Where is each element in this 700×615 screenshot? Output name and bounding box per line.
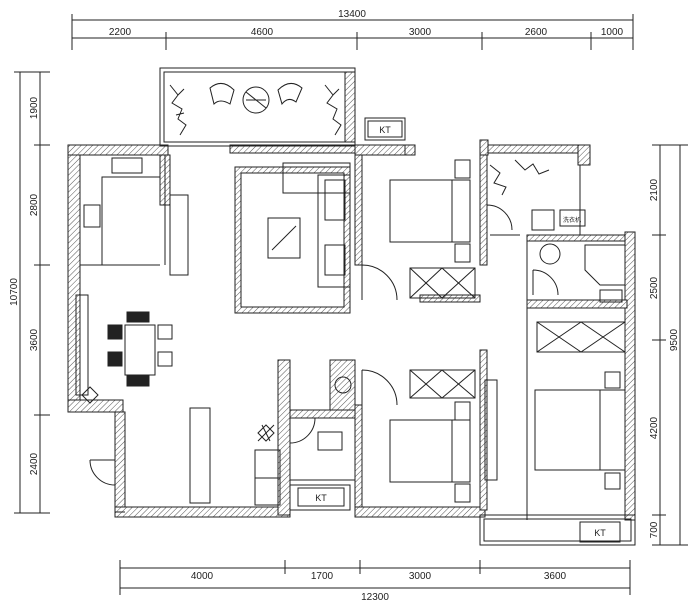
ac-unit-bottom-mid: KT	[290, 485, 350, 510]
ac-label: KT	[315, 493, 327, 503]
plant-icon	[170, 85, 341, 135]
dim-top-4: 2600	[525, 27, 548, 38]
dim-bottom-2: 1700	[311, 571, 334, 582]
dim-right-3: 4200	[649, 416, 660, 439]
coffee-table	[268, 218, 300, 258]
dim-top-5: 1000	[601, 27, 624, 38]
balcony-chair-set	[210, 83, 302, 113]
dim-right-total: 9500	[669, 328, 680, 351]
entrance-door	[90, 460, 115, 485]
dim-bottom-3: 3000	[409, 571, 432, 582]
door-swing	[487, 205, 512, 230]
door-swing	[362, 265, 397, 300]
dining-table	[76, 295, 172, 395]
dimension-right	[652, 145, 688, 545]
plant-icon	[490, 160, 549, 195]
dim-left-2: 2800	[29, 193, 40, 216]
bed-bedroom-2	[390, 402, 470, 502]
dim-right-2: 2500	[649, 276, 660, 299]
dimension-top	[72, 14, 633, 50]
wardrobe-bedroom-2	[410, 370, 475, 398]
dim-right-1: 2100	[649, 178, 660, 201]
washing-machine: 洗衣机	[560, 210, 585, 226]
dim-bottom-4: 3600	[544, 571, 567, 582]
sofa	[283, 163, 350, 287]
dim-top-2: 4600	[251, 27, 274, 38]
ac-unit-bottom-right: KT	[580, 522, 620, 542]
bathroom-fixtures	[318, 210, 625, 450]
plant-icon	[82, 387, 274, 441]
dim-bottom-total: 12300	[361, 592, 389, 603]
bed-bedroom-1	[390, 160, 470, 262]
door-swing	[533, 270, 558, 295]
washer-label: 洗衣机	[563, 216, 581, 224]
tv-cabinet	[190, 408, 280, 505]
balcony-bottom-right	[480, 515, 635, 545]
wardrobe-master	[537, 322, 625, 352]
dim-left-total: 10700	[9, 278, 20, 306]
dimension-bottom	[120, 560, 630, 595]
walls	[68, 140, 635, 520]
dimension-left	[14, 72, 50, 513]
dim-top-3: 3000	[409, 27, 432, 38]
balcony-top	[160, 68, 355, 146]
dim-left-4: 2400	[29, 452, 40, 475]
ac-label: KT	[379, 125, 391, 135]
living-room-rug	[235, 167, 350, 313]
ac-label: KT	[594, 528, 606, 538]
door-swing	[290, 418, 315, 443]
dim-bottom-1: 4000	[191, 571, 214, 582]
kitchen-counter	[80, 155, 188, 275]
wardrobe-bedroom-1	[410, 268, 475, 298]
dim-right-4: 700	[649, 521, 660, 538]
dim-top-1: 2200	[109, 27, 132, 38]
dim-left-3: 3600	[29, 328, 40, 351]
dim-top-total: 13400	[338, 9, 366, 20]
door-swing	[362, 370, 397, 405]
bed-master	[485, 372, 625, 489]
dim-left-1: 1900	[29, 96, 40, 119]
ac-unit-top: KT	[365, 118, 405, 140]
interior-lines	[80, 155, 580, 520]
